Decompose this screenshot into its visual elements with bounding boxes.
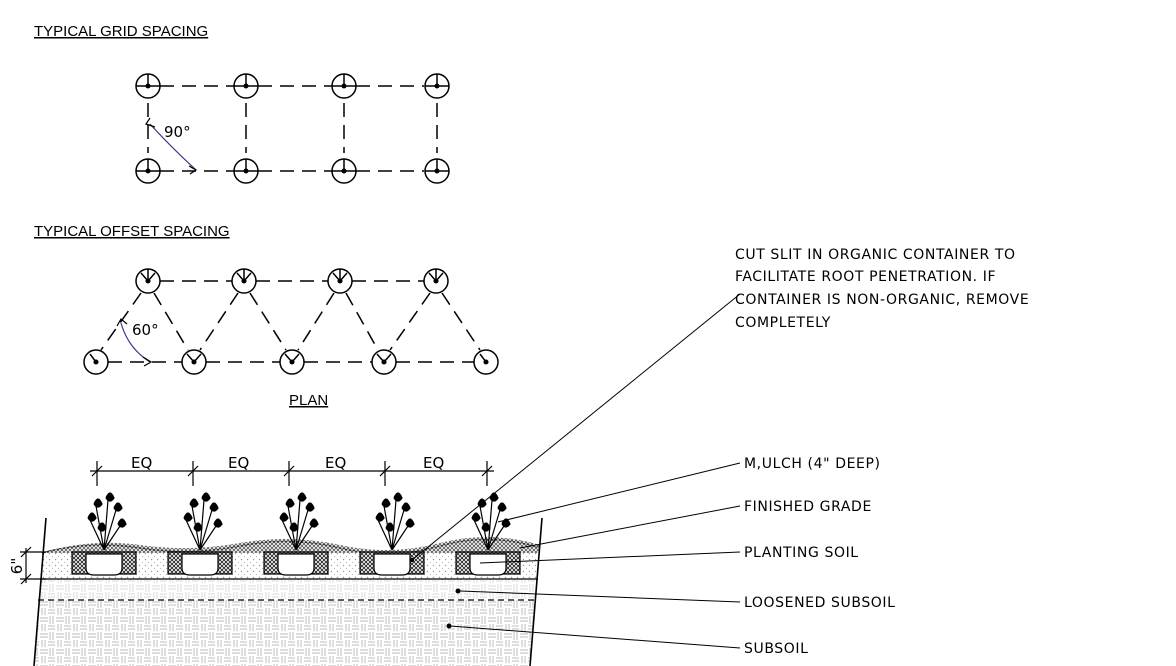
grid-spacing-plan <box>135 73 450 184</box>
leader-lines <box>411 293 741 649</box>
subsoil-callout: SUBSOIL <box>744 641 809 657</box>
eq-dimension-line <box>90 461 494 486</box>
plant <box>71 492 137 576</box>
callout-line: CUT SLIT IN ORGANIC CONTAINER TO <box>735 247 1016 263</box>
section-plants <box>71 492 521 576</box>
eq-label: EQ <box>423 454 444 472</box>
eq-label: EQ <box>131 454 152 472</box>
grid-plant-symbol <box>135 73 450 184</box>
callout-line: COMPLETELY <box>735 315 831 331</box>
eq-label: EQ <box>228 454 249 472</box>
mulch-layer <box>42 536 540 553</box>
plant <box>359 492 425 576</box>
grid-angle-label: 90° <box>164 123 191 141</box>
plant <box>167 492 233 576</box>
plant <box>263 492 329 576</box>
loosened-subsoil-callout: LOOSENED SUBSOIL <box>744 595 896 611</box>
callout-line: FACILITATE ROOT PENETRATION. IF <box>735 269 996 285</box>
plan-label: PLAN <box>289 392 328 409</box>
depth-label: 6" <box>8 558 26 574</box>
plant <box>455 492 521 576</box>
offset-spacing-plan <box>83 268 499 375</box>
leader-dots <box>409 557 461 629</box>
offset-plant-symbol <box>83 268 499 375</box>
depth-dimension <box>20 546 46 585</box>
subsoil-layer <box>34 600 536 666</box>
callout-line: CONTAINER IS NON-ORGANIC, REMOVE <box>735 292 1029 308</box>
eq-label: EQ <box>325 454 346 472</box>
planting-soil-callout: PLANTING SOIL <box>744 545 859 561</box>
offset-spacing-heading: TYPICAL OFFSET SPACING <box>34 223 230 240</box>
offset-angle-label: 60° <box>132 321 159 339</box>
container-callout: CUT SLIT IN ORGANIC CONTAINER TO FACILIT… <box>735 247 1029 331</box>
grid-spacing-heading: TYPICAL GRID SPACING <box>34 23 208 40</box>
loosened-subsoil-layer <box>38 579 538 600</box>
mulch-callout: M,ULCH (4" DEEP) <box>744 456 881 472</box>
finished-grade-callout: FINISHED GRADE <box>744 499 872 515</box>
